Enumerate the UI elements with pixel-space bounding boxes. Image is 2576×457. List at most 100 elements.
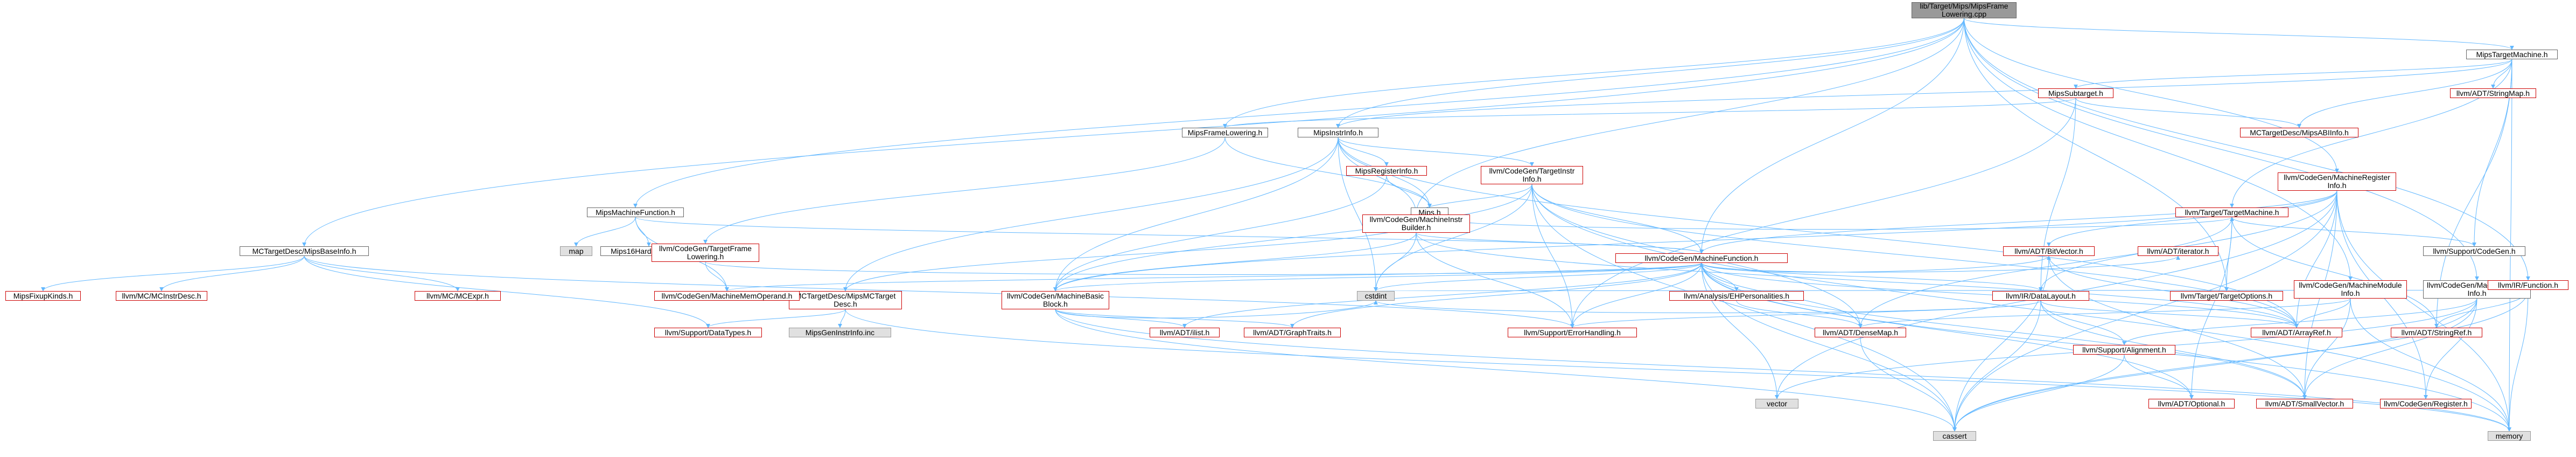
edge-mri-to-arrayref	[2294, 190, 2337, 328]
node-label: llvm/ADT/Optional.h	[2158, 399, 2225, 408]
node-mipsfl[interactable]: MipsFrameLowering.h	[1182, 128, 1268, 137]
node-label: llvm/IR/Function.h	[2497, 280, 2559, 289]
edge-root-to-mib	[1414, 18, 1964, 215]
node-label: llvm/ADT/DenseMap.h	[1822, 328, 1899, 337]
node-tgtopts[interactable]: llvm/Target/TargetOptions.h	[2170, 291, 2283, 301]
edge-mipssub-to-errh	[1570, 98, 2076, 328]
edge-tfl-to-mmo	[705, 261, 729, 292]
edge-mipsii-to-mbb	[1053, 137, 1339, 292]
node-label: llvm/CodeGen/MachineFunction.h	[1644, 253, 1759, 262]
edge-root-to-mipsfl	[1223, 18, 1964, 128]
node-mmi[interactable]: llvm/CodeGen/MachineModule Info.h	[2294, 280, 2407, 299]
node-func[interactable]: llvm/IR/Function.h	[2488, 280, 2568, 290]
node-optional[interactable]: llvm/ADT/Optional.h	[2148, 399, 2235, 408]
node-ilist[interactable]: llvm/ADT/ilist.h	[1150, 328, 1220, 337]
edge-root-to-tgtopts	[1964, 18, 2229, 292]
edge-mf-to-optional	[1701, 262, 2194, 399]
node-tfl[interactable]: llvm/CodeGen/TargetFrame Lowering.h	[652, 244, 759, 262]
node-reg[interactable]: llvm/CodeGen/Register.h	[2380, 399, 2472, 408]
edge-mfi-to-reg	[2424, 298, 2477, 399]
edge-func-to-memory	[2507, 289, 2529, 432]
node-errh[interactable]: llvm/Support/ErrorHandling.h	[1508, 328, 1637, 337]
edge-mf-to-vector	[1701, 262, 1779, 399]
node-mbb[interactable]: llvm/CodeGen/MachineBasic Block.h	[1002, 291, 1109, 309]
node-mipsii[interactable]: MipsInstrInfo.h	[1298, 128, 1378, 137]
edge-mf-to-mbb	[1053, 262, 1702, 292]
edge-tgtinstr-to-cassert	[1531, 184, 1957, 432]
node-align[interactable]: llvm/Support/Alignment.h	[2073, 345, 2175, 355]
edge-mipsmf-to-mf	[635, 217, 1704, 254]
edge-bitvec-to-smallvec	[2048, 255, 2307, 399]
node-memory: memory	[2488, 431, 2531, 441]
node-root: lib/Target/Mips/MipsFrame Lowering.cpp	[1912, 2, 2017, 18]
edge-mipsii-to-tgtinstr	[1338, 137, 1534, 167]
node-mib[interactable]: llvm/CodeGen/MachineInstr Builder.h	[1362, 214, 1470, 233]
node-label: llvm/Support/DataTypes.h	[664, 328, 752, 337]
node-label: cassert	[1942, 431, 1967, 440]
node-label: llvm/Support/Alignment.h	[2082, 345, 2166, 354]
edge-root-to-mmi	[1964, 18, 2353, 281]
edge-mipstm-to-strref	[2434, 59, 2512, 328]
node-mcabi[interactable]: MCTargetDesc/MipsABIInfo.h	[2240, 128, 2358, 137]
node-label: MipsGenInstrInfo.inc	[805, 328, 875, 337]
edge-mipsii-to-cstdint	[1338, 137, 1378, 292]
node-label: llvm/MC/MCExpr.h	[426, 291, 489, 300]
node-mf[interactable]: llvm/CodeGen/MachineFunction.h	[1615, 253, 1788, 263]
node-label: llvm/CodeGen/MachineInstr Builder.h	[1369, 215, 1463, 232]
node-mipsmf[interactable]: MipsMachineFunction.h	[587, 207, 684, 217]
edge-mcbase-to-mcinst	[159, 255, 305, 292]
edge-mri-to-memory	[2336, 190, 2511, 432]
node-bitvec[interactable]: llvm/ADT/BitVector.h	[2003, 246, 2095, 256]
node-strref[interactable]: llvm/ADT/StringRef.h	[2391, 328, 2482, 337]
node-mipstm[interactable]: MipsTargetMachine.h	[2466, 50, 2558, 59]
node-codegen[interactable]: llvm/Support/CodeGen.h	[2423, 246, 2525, 256]
node-label: llvm/MC/MCInstrDesc.h	[122, 291, 201, 300]
node-label: map	[569, 246, 584, 255]
node-label: Mips.h	[1418, 207, 1441, 217]
node-tgtinstr[interactable]: llvm/CodeGen/TargetInstr Info.h	[1481, 166, 1583, 184]
edge-mipsreg-to-mipsh	[1386, 175, 1432, 208]
edge-mipstm-to-mipsii	[1336, 59, 2512, 128]
node-mcinst[interactable]: llvm/MC/MCInstrDesc.h	[116, 291, 207, 301]
edge-root-to-mipsmf	[633, 18, 1964, 208]
node-mcbase[interactable]: MCTargetDesc/MipsBaseInfo.h	[240, 246, 369, 256]
node-label: llvm/ADT/ArrayRef.h	[2262, 328, 2331, 337]
edge-mf-to-dl	[1701, 262, 2043, 292]
node-smallvec[interactable]: llvm/ADT/SmallVector.h	[2256, 399, 2353, 408]
node-label: llvm/CodeGen/MachineRegister Info.h	[2284, 173, 2390, 190]
node-map: map	[560, 246, 592, 256]
node-densemap[interactable]: llvm/ADT/DenseMap.h	[1815, 328, 1906, 337]
node-label: llvm/CodeGen/MachineMemOperand.h	[661, 291, 793, 300]
node-label: llvm/Support/ErrorHandling.h	[1524, 328, 1621, 337]
node-mipsgen: MipsGenInstrInfo.inc	[789, 328, 891, 337]
node-strmap[interactable]: llvm/ADT/StringMap.h	[2450, 88, 2536, 98]
node-arrayref[interactable]: llvm/ADT/ArrayRef.h	[2251, 328, 2342, 337]
node-mipssub[interactable]: MipsSubtarget.h	[2038, 88, 2113, 98]
node-mmo[interactable]: llvm/CodeGen/MachineMemOperand.h	[654, 291, 800, 301]
node-dl[interactable]: llvm/IR/DataLayout.h	[1992, 291, 2089, 301]
edge-mf-to-mmo	[725, 262, 1702, 292]
node-label: vector	[1766, 399, 1788, 408]
node-mri[interactable]: llvm/CodeGen/MachineRegister Info.h	[2278, 172, 2396, 191]
edge-mipssub-to-dl	[2039, 98, 2076, 292]
edge-mcbase-to-dtypes	[304, 255, 710, 328]
node-vector: vector	[1755, 399, 1798, 408]
node-mctgt[interactable]: MCTargetDesc/MipsMCTarget Desc.h	[789, 291, 902, 309]
node-iter[interactable]: llvm/ADT/iterator.h	[2138, 246, 2218, 256]
edge-tgtmach-to-strref	[2231, 217, 2439, 328]
edge-root-to-mipstm	[1964, 18, 2514, 50]
node-tgtmach[interactable]: llvm/Target/TargetMachine.h	[2175, 207, 2288, 217]
edge-mri-to-densemap	[1858, 190, 2337, 328]
node-dtypes[interactable]: llvm/Support/DataTypes.h	[654, 328, 762, 337]
node-graph[interactable]: llvm/ADT/GraphTraits.h	[1244, 328, 1341, 337]
edge-mf-to-graph	[1290, 262, 1702, 328]
node-label: MipsSubtarget.h	[2048, 88, 2103, 98]
edge-mmi-to-memory	[2350, 298, 2511, 432]
node-ehpers[interactable]: llvm/Analysis/EHPersonalities.h	[1669, 291, 1804, 301]
edge-mipssub-to-mcabi	[2075, 98, 2301, 128]
edge-mri-to-mbb	[1053, 190, 2337, 292]
edge-mbb-to-cstdint	[1055, 300, 1378, 318]
node-mipsreg[interactable]: MipsRegisterInfo.h	[1346, 166, 1427, 176]
node-fixup[interactable]: MipsFixupKinds.h	[5, 291, 81, 301]
node-mcexpr[interactable]: llvm/MC/MCExpr.h	[415, 291, 501, 301]
